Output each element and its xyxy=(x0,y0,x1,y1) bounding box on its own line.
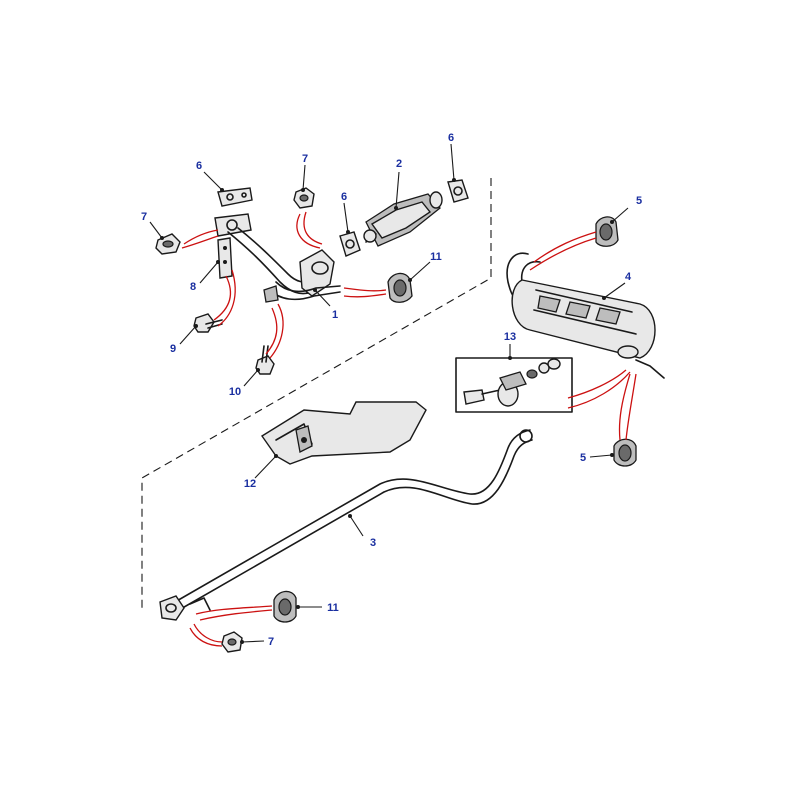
callout-6-right: 6 xyxy=(448,132,454,144)
intermediate-pipe-part-3[interactable] xyxy=(159,429,533,621)
gasket-part-6-right[interactable] xyxy=(447,179,469,203)
clamp-kit-box-part-13[interactable] xyxy=(455,357,573,413)
gasket-part-6-left[interactable] xyxy=(217,187,253,207)
bolt-part-10[interactable] xyxy=(255,345,275,375)
gasket-part-6-middle[interactable] xyxy=(339,231,361,257)
nut-part-7-bottom[interactable] xyxy=(221,631,243,653)
nut-part-7-left[interactable] xyxy=(155,233,181,255)
nut-part-7-top[interactable] xyxy=(293,187,315,209)
callout-13: 13 xyxy=(504,331,516,343)
callout-11-lower: 11 xyxy=(327,602,339,614)
rear-silencer-part-4[interactable] xyxy=(506,252,665,379)
heat-shield-part-12[interactable] xyxy=(261,401,427,465)
downpipe-part-1[interactable] xyxy=(227,227,341,303)
callout-12: 12 xyxy=(244,478,256,490)
rubber-mount-part-5-lower[interactable] xyxy=(613,438,637,467)
callout-8: 8 xyxy=(190,281,196,293)
dashed-boundary xyxy=(141,178,492,612)
callout-2: 2 xyxy=(396,158,402,170)
rubber-mount-part-11-upper[interactable] xyxy=(387,272,413,303)
callout-5-lower: 5 xyxy=(580,452,586,464)
rubber-mount-part-5-upper[interactable] xyxy=(595,216,619,247)
bracket-part-8[interactable] xyxy=(217,237,233,279)
callout-11-upper: 11 xyxy=(430,251,442,263)
callout-5-upper: 5 xyxy=(636,195,642,207)
callout-3: 3 xyxy=(370,537,376,549)
gasket-flange-upper[interactable] xyxy=(214,213,252,237)
callout-4: 4 xyxy=(625,271,632,283)
callout-6-left: 6 xyxy=(196,160,202,172)
callout-6-middle: 6 xyxy=(341,191,347,203)
callout-7-top: 7 xyxy=(302,153,308,165)
catalytic-converter-part-2[interactable] xyxy=(363,191,443,247)
callout-labels: 1 2 3 4 5 5 6 6 6 7 7 7 8 9 10 11 11 12 … xyxy=(141,132,642,648)
rubber-mount-part-11-lower[interactable] xyxy=(273,590,297,623)
callout-pointers xyxy=(149,143,629,644)
callout-10: 10 xyxy=(229,386,241,398)
callout-1: 1 xyxy=(332,309,338,321)
callout-9: 9 xyxy=(170,343,176,355)
callout-7-bottom: 7 xyxy=(268,636,274,648)
leader-lines xyxy=(181,211,637,647)
callout-7-left: 7 xyxy=(141,211,147,223)
